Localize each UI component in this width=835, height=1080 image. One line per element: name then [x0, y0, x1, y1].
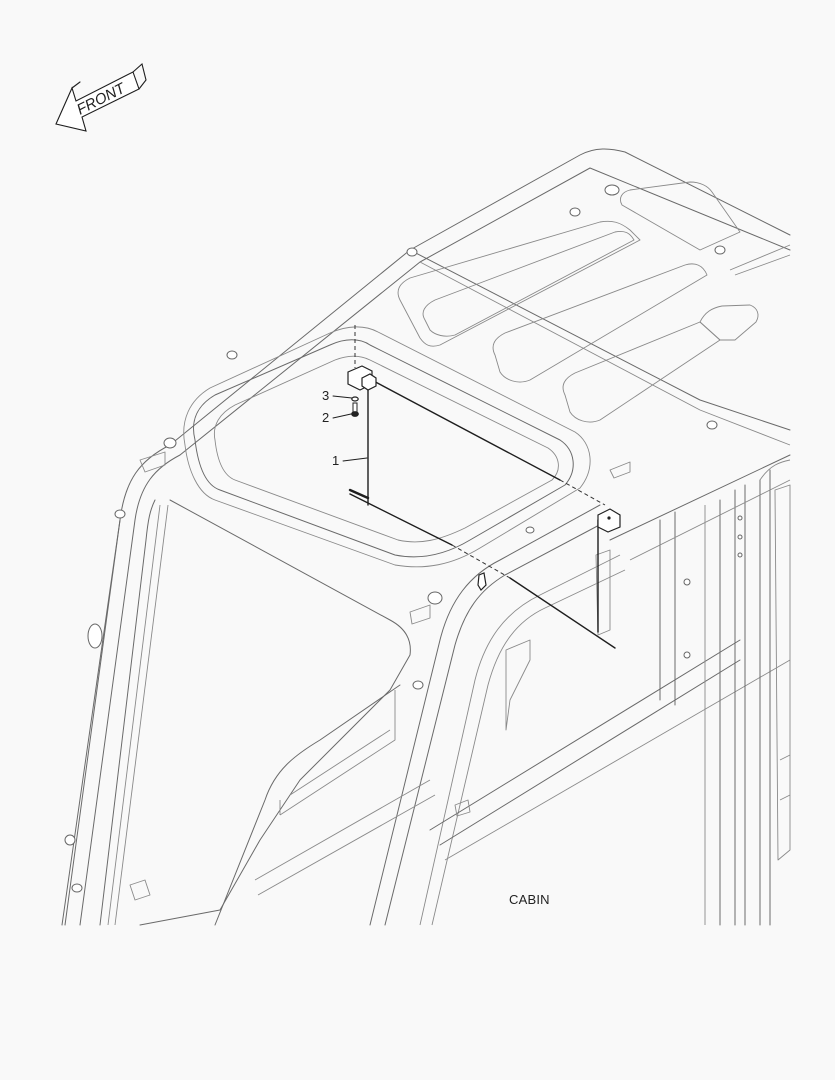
front-direction-arrow-icon: FRONT [55, 62, 147, 132]
diagram-caption: CABIN [509, 892, 550, 907]
front-label: FRONT [74, 79, 129, 118]
rod-assembly-part-1 [347, 365, 621, 649]
callout-1: 1 [332, 453, 340, 468]
callout-2: 2 [322, 410, 330, 425]
cabin-frame [61, 148, 791, 926]
bolt-part-2 [351, 402, 359, 417]
mounting-studs [64, 184, 743, 893]
washer-part-3 [351, 396, 359, 402]
callout-leaders [332, 395, 368, 462]
callout-3: 3 [322, 388, 330, 403]
